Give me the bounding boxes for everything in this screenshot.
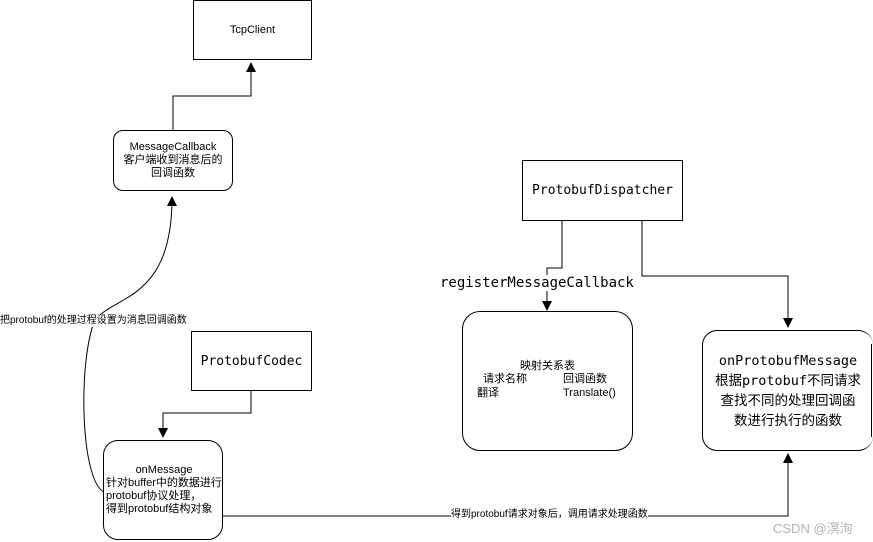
node-on-protobuf-message-right-border <box>871 344 872 437</box>
node-tcpclient-label: TcpClient <box>229 23 276 36</box>
mapping-col-left: 请求名称 <box>483 373 527 385</box>
node-message-callback-line2: 客户端收到消息后的 <box>123 154 223 166</box>
edge-codec-to-onmessage <box>158 391 252 438</box>
node-on-message-desc2: 得到protobuf结构对象 <box>106 503 213 515</box>
node-message-callback-line1: MessageCallback <box>129 141 217 153</box>
node-on-protobuf-message-line3: 数进行执行的函数 <box>734 412 842 429</box>
edge-label-register: registerMessageCallback <box>440 275 634 291</box>
node-message-callback: MessageCallback 客户端收到消息后的 回调函数 <box>113 130 233 191</box>
edge-onmessage-to-onprotobuf <box>222 453 793 517</box>
node-on-protobuf-message-title: onProtobufMessage <box>718 352 858 369</box>
node-protobuf-codec: ProtobufCodec <box>191 331 312 391</box>
node-tcpclient: TcpClient <box>193 0 312 60</box>
node-on-message-title: onMessage <box>135 464 193 476</box>
edge-label-after-get: 得到protobuf请求对象后，调用请求处理函数 <box>451 509 648 521</box>
node-protobuf-codec-label: ProtobufCodec <box>200 353 303 369</box>
node-on-message: onMessage 针对buffer中的数据进行protobuf协议处理， 得到… <box>103 440 223 540</box>
edge-dispatcher-to-onprotobuf <box>641 221 793 328</box>
mapping-col-right: 回调函数 <box>563 373 607 385</box>
watermark: CSDN @溟洵 <box>773 521 853 536</box>
mapping-row-left: 翻译 <box>477 387 499 399</box>
node-protobuf-dispatcher-label: ProtobufDispatcher <box>532 183 673 198</box>
node-on-protobuf-message: onProtobufMessage 根据protobuf不同请求 查找不同的处理… <box>702 330 873 451</box>
edge-callback-to-tcpclient <box>172 62 256 130</box>
node-message-callback-line3: 回调函数 <box>151 167 195 179</box>
mapping-row-right: Translate() <box>563 387 616 399</box>
edge-dispatcher-to-mapping <box>542 221 563 311</box>
node-mapping-table: 映射关系表 请求名称 回调函数 翻译 Translate() <box>462 311 633 451</box>
node-on-message-desc1: 针对buffer中的数据进行protobuf协议处理， <box>106 477 222 502</box>
edge-label-set-callback: 把protobuf的处理过程设置为消息回调函数 <box>0 315 187 327</box>
node-on-protobuf-message-line2: 查找不同的处理回调函 <box>720 392 856 409</box>
mapping-title: 映射关系表 <box>520 360 575 372</box>
node-protobuf-dispatcher: ProtobufDispatcher <box>522 160 683 221</box>
node-on-protobuf-message-line1: 根据protobuf不同请求 <box>714 372 862 389</box>
